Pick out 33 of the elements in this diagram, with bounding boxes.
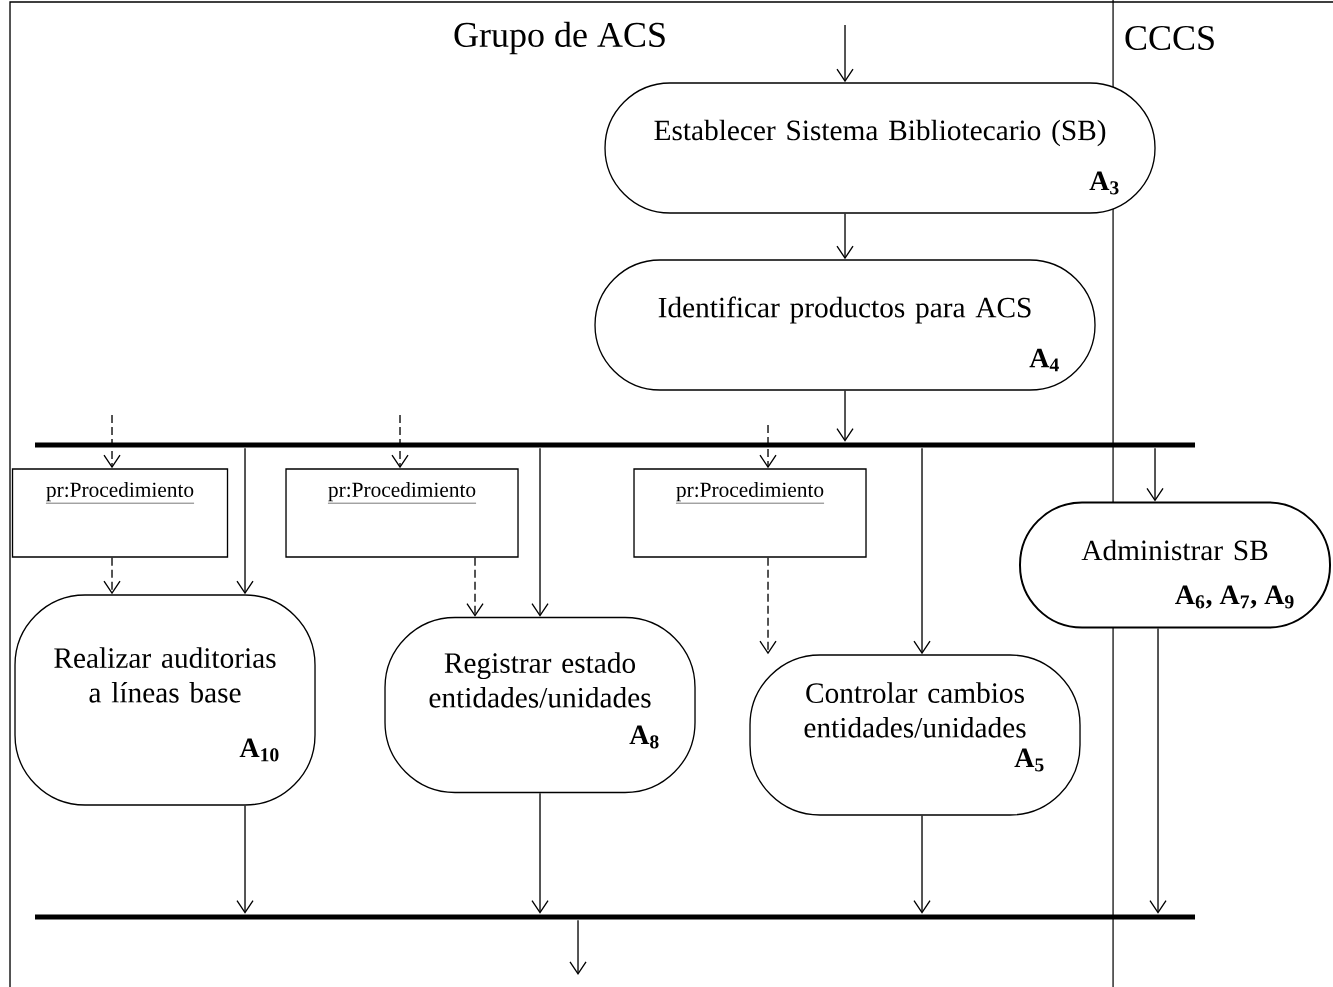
arrow [836, 390, 854, 442]
synchronization-bar [35, 914, 1195, 920]
activity-box: Realizar auditorias a líneas base A$_{10}$ [14, 594, 316, 806]
lane-heading: CCCS [1125, 25, 1214, 51]
arrow [236, 447, 254, 595]
activity-box: Controlar cambios entidades/unidades A$_{5}$ [749, 654, 1081, 816]
dashed-arrow [759, 424, 777, 469]
synchronization-bar [35, 442, 1195, 448]
arrow [1149, 627, 1167, 914]
dashed-arrow [466, 557, 484, 617]
arrow [836, 24, 854, 83]
arrow [236, 805, 254, 914]
arrow [1146, 447, 1164, 502]
arrow [531, 792, 549, 914]
dashed-arrow [391, 414, 409, 469]
activity-box: Administrar SB A$_{6}$, A$_{7}$, A$_{9}$ [1019, 501, 1331, 629]
node-label: A$_{6}$, A$_{7}$, A$_{9}$ [1175, 585, 1294, 609]
dashed-arrow [103, 557, 121, 595]
arrow [913, 815, 931, 914]
arrow [913, 447, 931, 655]
dashed-arrow [103, 414, 121, 469]
object-box: pr:Procedimiento [633, 468, 867, 558]
activity-box: Identificar productos para ACS A$_{4}$ [594, 259, 1096, 391]
lane-heading: Grupo de ACS [454, 21, 665, 55]
dashed-arrow [759, 557, 777, 655]
activity-box: Establecer Sistema Bibliotecario (SB) A$_{3}$ [604, 82, 1156, 214]
node-label: Administrar SB [1081, 539, 1268, 561]
activity-box: Registrar estado entidades/unidades A$_{8}$ [384, 616, 696, 794]
arrow [531, 447, 549, 617]
arrow [569, 919, 587, 975]
object-box: pr:Procedimiento [285, 468, 519, 558]
arrow [836, 213, 854, 260]
object-box: pr:Procedimiento [11, 468, 229, 558]
